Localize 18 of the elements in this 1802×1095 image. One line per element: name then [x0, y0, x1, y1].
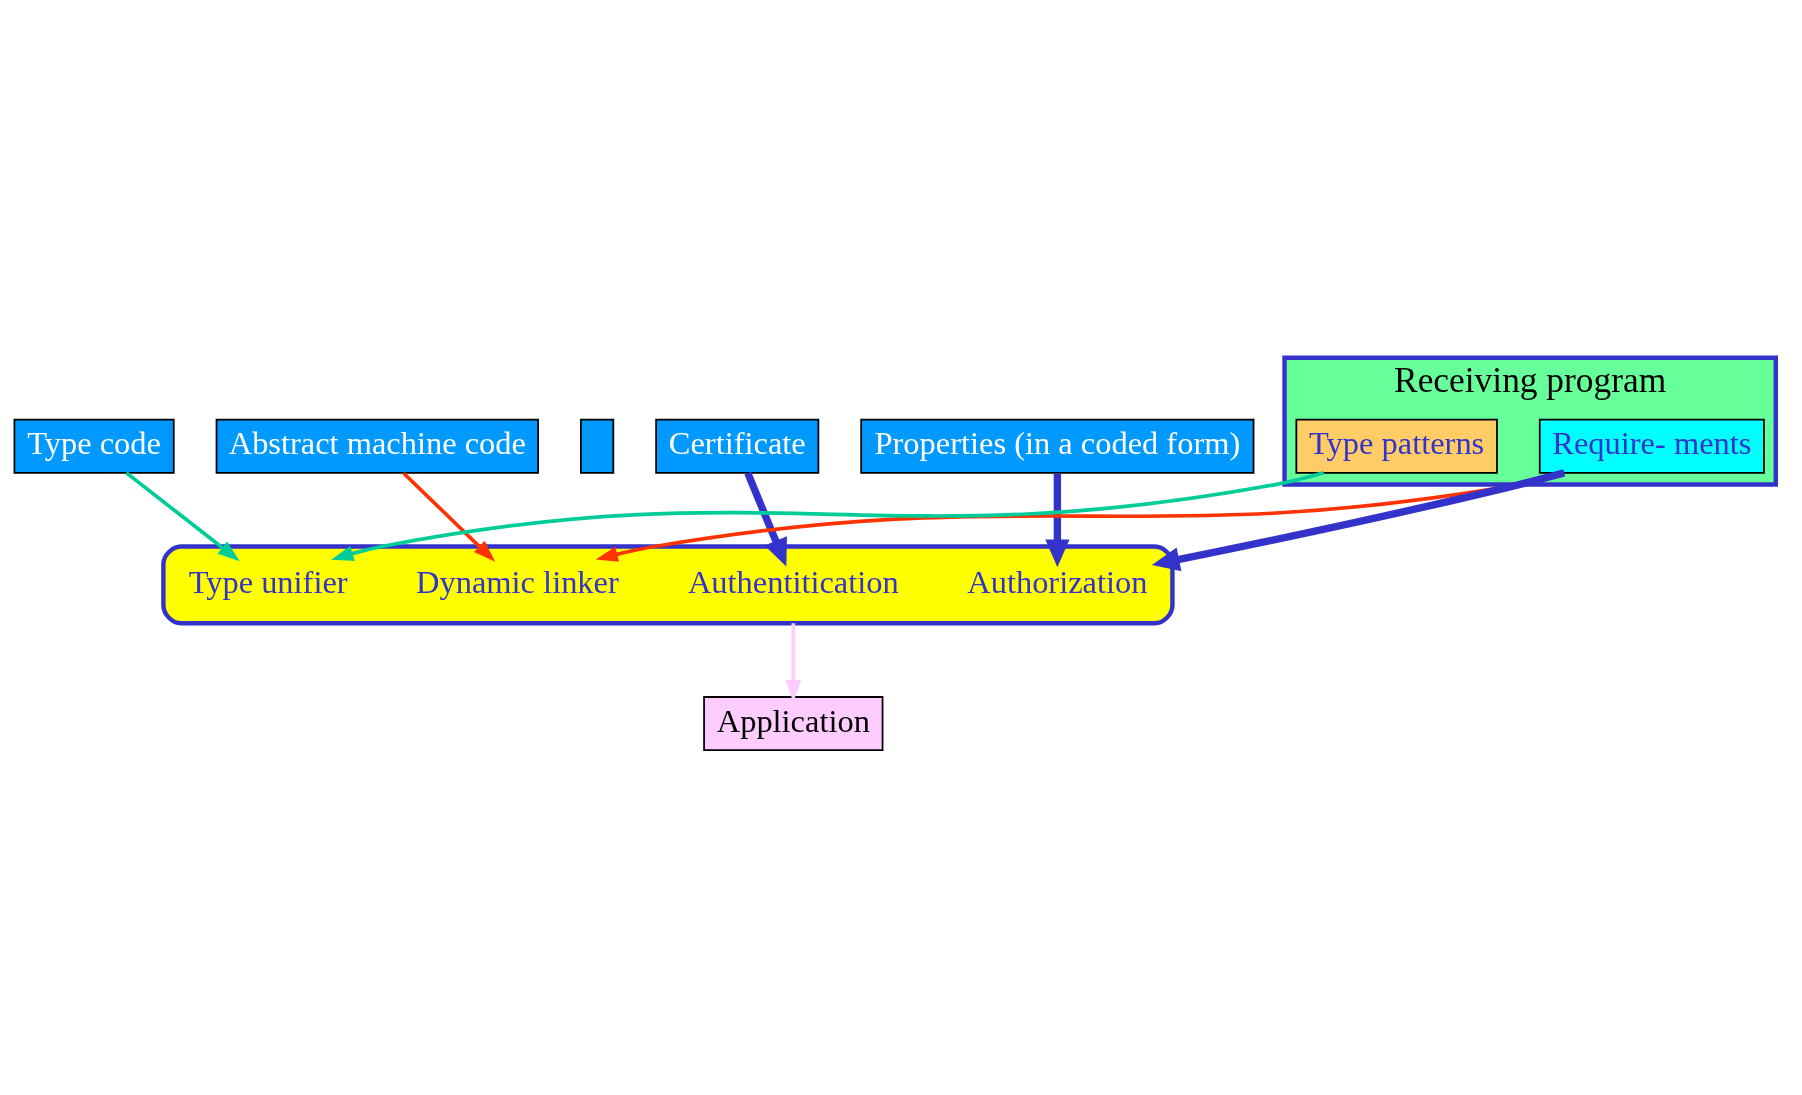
node-box: Properties (in a coded form)	[860, 418, 1255, 474]
node-box: Certificate	[655, 418, 820, 474]
arrow	[331, 470, 1325, 561]
node-text: Authentitication	[687, 563, 899, 600]
arrow	[1045, 472, 1070, 567]
arrow	[744, 471, 787, 566]
arrow	[1151, 468, 1566, 571]
node-box: Abstract machine code	[215, 418, 539, 474]
node-box	[580, 418, 615, 474]
node-text: Dynamic linker	[416, 563, 619, 600]
node-box: Type code	[13, 418, 175, 474]
node-text: Authorization	[967, 563, 1148, 600]
node-box: Application	[703, 695, 884, 751]
node-box: Type patterns	[1295, 418, 1498, 474]
arrow	[125, 470, 240, 561]
arrow	[402, 471, 496, 562]
node-text: Type unifier	[188, 563, 348, 600]
node-box: Require- ments	[1538, 418, 1765, 474]
